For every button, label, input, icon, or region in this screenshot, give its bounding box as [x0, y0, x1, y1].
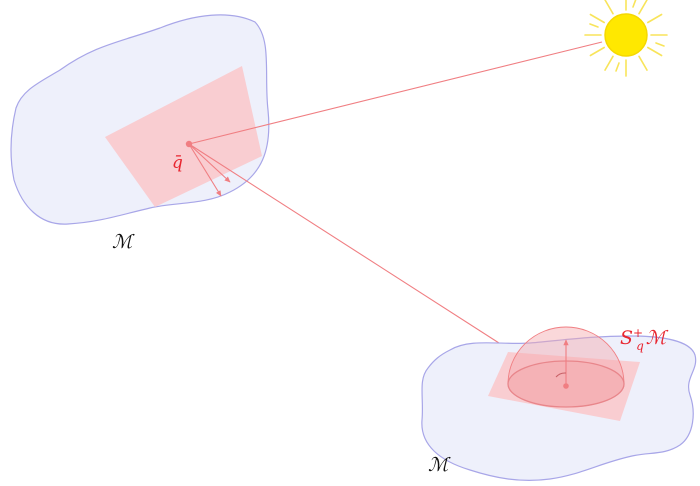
tangent-plane-top: [105, 66, 262, 207]
label-hemisphere-base: S: [620, 327, 633, 349]
normal-arrow-1: [188, 143, 222, 197]
point-q-bottom: [563, 383, 569, 389]
angle-arc: [555, 372, 567, 378]
label-manifold-bottom: ℳ: [428, 454, 451, 476]
label-hemisphere-sup: +: [633, 326, 643, 340]
normal-arrow-2: [188, 143, 231, 183]
point-q: [185, 140, 193, 148]
label-manifold-top: ℳ: [112, 231, 135, 253]
label-hemisphere-tail: ℳ: [646, 327, 669, 349]
ray-to-sun: [188, 41, 603, 145]
sun-icon: [584, 0, 668, 77]
label-point-q: q̄: [172, 153, 183, 173]
label-hemisphere-sub: q: [636, 339, 644, 353]
